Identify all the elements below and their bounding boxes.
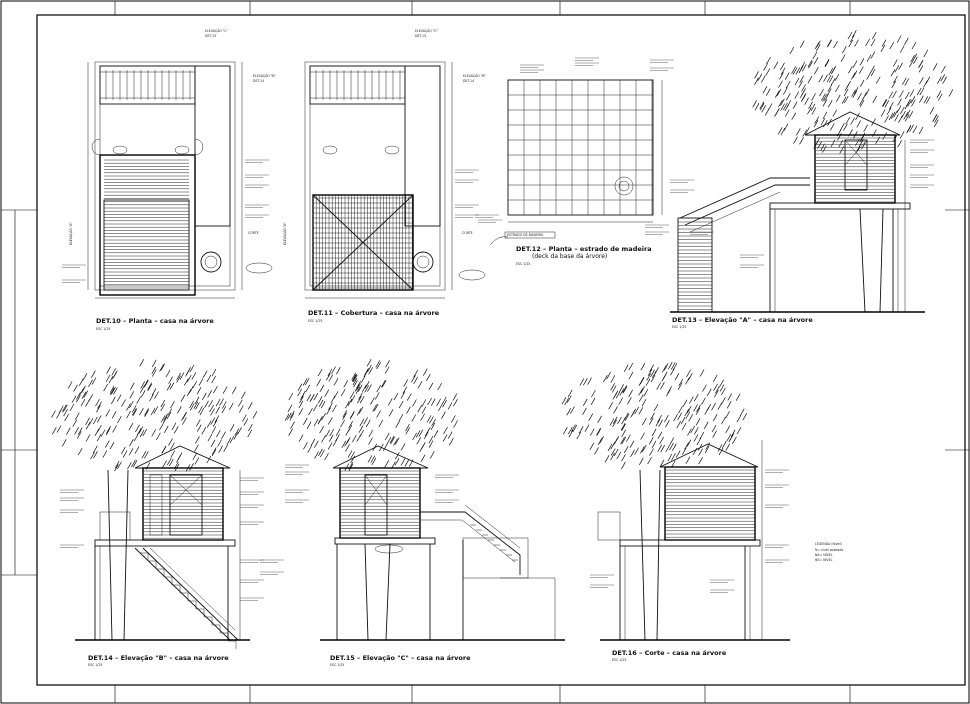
legenda-line-1: N= nível acabado	[815, 548, 843, 552]
det16-title: DET.16 – Corte – casa na árvore	[612, 649, 727, 657]
det10-elev-b-sub: DET.14	[253, 79, 264, 83]
det12-title: DET.12 – Planta – estrado de madeira	[516, 245, 652, 253]
det11-title: DET.11 – Cobertura – casa na árvore	[308, 309, 440, 317]
det10-corte-label: CORTE	[248, 231, 259, 235]
det10-title: DET.10 – Planta – casa na árvore	[96, 317, 214, 325]
det11-scale: ESC 1/25	[308, 319, 322, 323]
legenda-title: LEGENDA (Nível)	[815, 542, 842, 546]
det11-elev-b-label: ELEVAÇÃO "B"	[463, 73, 486, 78]
det10-elev-c-label: ELEVAÇÃO "C"	[205, 28, 228, 33]
det12-scale: ESC 1/25	[516, 262, 530, 266]
legenda-line-2: NA= NÍVEL	[815, 552, 833, 557]
det12-subtitle: (deck da base da árvore)	[532, 253, 607, 260]
det12-deck-drawing	[489, 79, 663, 246]
det13-title: DET.13 – Elevação "A" – casa na árvore	[672, 316, 813, 324]
det13-scale: ESC 1/25	[672, 325, 686, 329]
det11-elev-b-sub: DET.14	[463, 79, 474, 83]
det11-corte-label: CORTE	[462, 231, 473, 235]
det11-elev-c-label: ELEVAÇÃO "C"	[415, 28, 438, 33]
annotation-leaders	[60, 57, 934, 601]
det14-scale: ESC 1/25	[88, 663, 102, 667]
det16-scale: ESC 1/25	[612, 658, 626, 662]
det12-estrado-label: ESTRADO DE MADEIRA	[507, 233, 544, 237]
sheet-inner-border	[36, 14, 966, 686]
det15-elevation-drawing	[284, 359, 565, 641]
det14-elevation-drawing	[51, 359, 258, 649]
det10-plan-drawing	[87, 61, 273, 299]
det16-section-drawing	[561, 362, 790, 641]
det11-elev-c-sub: DET.15	[415, 34, 426, 38]
det13-elevation-drawing	[670, 30, 954, 313]
legenda-line-3: NS= NÍVEL	[815, 557, 833, 562]
det11-roof-drawing	[304, 61, 486, 299]
det14-title: DET.14 – Elevação "B" – casa na árvore	[88, 654, 229, 662]
det15-title: DET.15 – Elevação "C" – casa na árvore	[330, 654, 471, 662]
det11-elev-a-label: ELEVAÇÃO "A"	[282, 222, 287, 245]
det10-elev-a-label: ELEVAÇÃO "A"	[68, 222, 73, 245]
det10-elev-b-label: ELEVAÇÃO "B"	[253, 73, 276, 78]
det15-scale: ESC 1/25	[330, 663, 344, 667]
det10-elev-c-sub: DET.15	[205, 34, 216, 38]
det10-scale: ESC 1/25	[96, 327, 110, 331]
